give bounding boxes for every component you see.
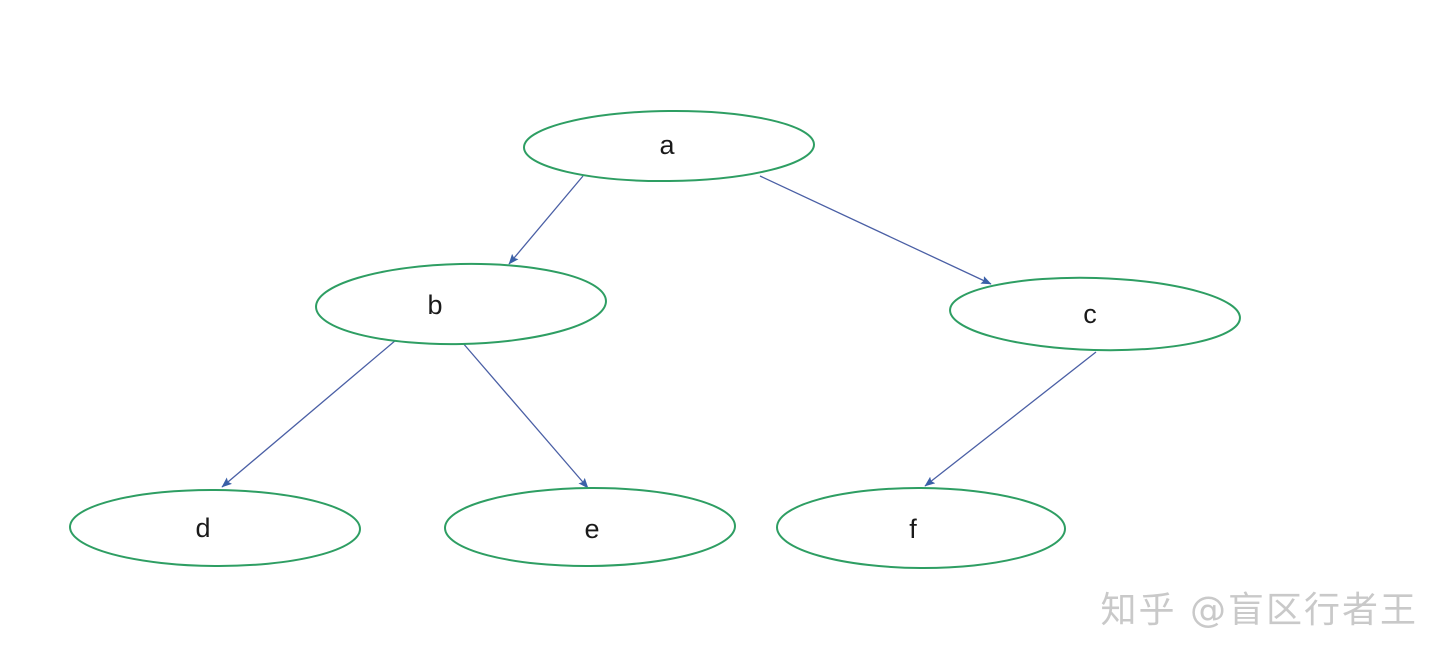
- nodes-group: a b c d e f: [69, 109, 1241, 570]
- node-e-ellipse[interactable]: [444, 486, 736, 568]
- node-b-label: b: [427, 290, 442, 320]
- edge-c-f: [924, 351, 1097, 487]
- node-f-ellipse[interactable]: [776, 486, 1066, 570]
- node-c-label: c: [1083, 299, 1097, 329]
- edge-b-d: [221, 339, 397, 488]
- node-d[interactable]: d: [69, 488, 361, 568]
- node-c-ellipse[interactable]: [949, 274, 1241, 354]
- node-a-ellipse[interactable]: [523, 109, 815, 183]
- node-a[interactable]: a: [523, 109, 815, 183]
- node-e-label: e: [584, 514, 599, 544]
- watermark: 知乎 @盲区行者王: [1100, 590, 1418, 631]
- edges-group: [221, 175, 1097, 489]
- node-d-ellipse[interactable]: [69, 488, 361, 568]
- edge-b-e: [461, 341, 589, 489]
- edge-a-b: [508, 175, 584, 265]
- node-f-label: f: [909, 514, 917, 544]
- node-b[interactable]: b: [315, 261, 607, 347]
- node-a-label: a: [659, 130, 675, 160]
- edge-a-c: [759, 175, 992, 285]
- node-f[interactable]: f: [776, 486, 1066, 570]
- node-b-ellipse[interactable]: [315, 261, 607, 347]
- node-e[interactable]: e: [444, 486, 736, 568]
- node-c[interactable]: c: [949, 274, 1241, 354]
- node-d-label: d: [195, 513, 210, 543]
